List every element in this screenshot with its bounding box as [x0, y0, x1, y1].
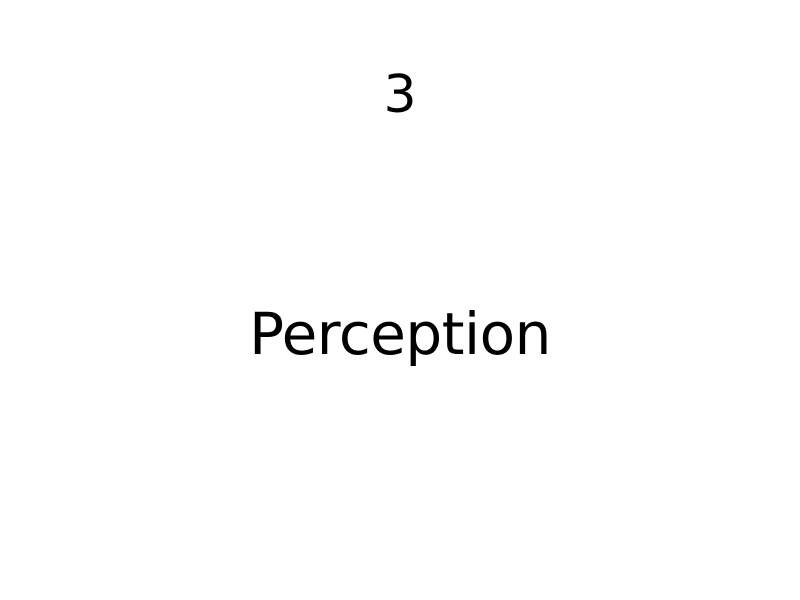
slide-title: Perception	[249, 300, 551, 368]
slide-number: 3	[383, 65, 417, 125]
